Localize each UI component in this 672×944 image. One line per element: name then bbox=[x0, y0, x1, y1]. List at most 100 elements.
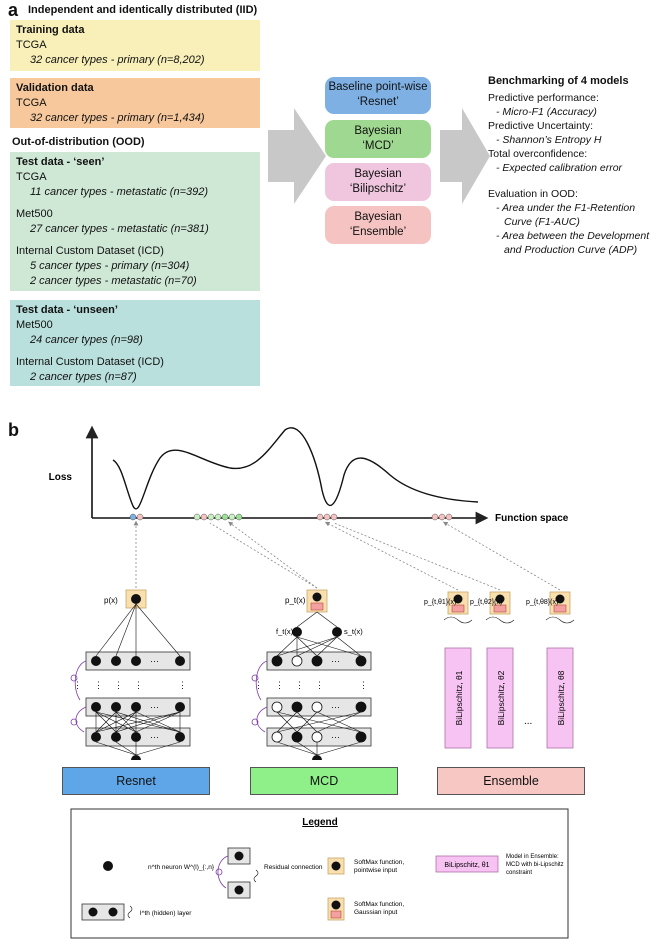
svg-text:⋮: ⋮ bbox=[134, 680, 143, 690]
test-unseen-title: Test data - ‘unseen’ bbox=[16, 304, 118, 316]
test-seen-title: Test data - ‘seen’ bbox=[16, 156, 105, 168]
bench-adp-2: and Production Curve (ADP) bbox=[504, 244, 638, 256]
ensemble-output-3-label: p_{t,θ8}(x) bbox=[526, 599, 558, 606]
panel-a-letter: a bbox=[8, 0, 19, 20]
mcd-label-box: MCD bbox=[250, 767, 398, 795]
model-mcd-line1: Bayesian bbox=[354, 125, 402, 137]
bench-micro-f1: - Micro-F1 (Accuracy) bbox=[496, 106, 597, 118]
svg-text:⋮: ⋮ bbox=[73, 680, 82, 690]
function-space-label: Function space bbox=[495, 513, 569, 524]
model-resnet-line2: ‘Resnet’ bbox=[357, 96, 399, 108]
svg-text:···: ··· bbox=[150, 732, 159, 742]
bench-adp-1: - Area between the Development bbox=[496, 230, 650, 242]
resnet-label-box: Resnet bbox=[62, 767, 210, 795]
bench-f1-auc-2: Curve (F1-AUC) bbox=[504, 216, 580, 228]
bench-ood-eval: Evaluation in OOD: bbox=[488, 188, 578, 200]
bench-predictive-uncertainty: Predictive Uncertainty: bbox=[488, 120, 594, 132]
svg-text:···: ··· bbox=[331, 702, 340, 712]
model-resnet-pill: Baseline point-wise ‘Resnet’ bbox=[325, 77, 431, 114]
test-seen-box: Test data - ‘seen’ TCGA 11 cancer types … bbox=[10, 152, 260, 291]
mcd-network: p_t(x) f_t(x) s_t(x) ··· ··· ··· ⋮⋮⋮⋮⋮ bbox=[251, 589, 372, 756]
mcd-s-label: s_t(x) bbox=[344, 627, 363, 636]
validation-data-box: Validation data TCGA 32 cancer types - p… bbox=[10, 78, 260, 128]
legend-ensemble-3: constraint bbox=[506, 870, 532, 876]
svg-text:⋮: ⋮ bbox=[275, 680, 284, 690]
test-unseen-source-met500: Met500 bbox=[16, 319, 53, 331]
test-seen-tcga-detail: 11 cancer types - metastatic (n=392) bbox=[30, 186, 209, 198]
model-ensemble-pill: Bayesian ‘Ensemble’ bbox=[325, 206, 431, 244]
mcd-input-node bbox=[312, 755, 322, 760]
svg-text:···: ··· bbox=[150, 702, 159, 712]
svg-text:⋮: ⋮ bbox=[94, 680, 103, 690]
benchmark-text: Benchmarking of 4 models Predictive perf… bbox=[488, 74, 672, 257]
resnet-input-node bbox=[131, 755, 141, 760]
validation-source: TCGA bbox=[16, 97, 47, 109]
test-unseen-source-icd: Internal Custom Dataset (ICD) bbox=[16, 356, 164, 368]
ensemble-output-2-label: p_{t,θ2}(x) bbox=[470, 599, 502, 606]
bench-predictive-performance: Predictive performance: bbox=[488, 92, 599, 104]
legend-softmax-gaussian-1: SoftMax function, bbox=[354, 901, 404, 908]
legend-neuron-label: n^th neuron W^(l)_{:,n} bbox=[148, 864, 215, 871]
svg-text:⋮: ⋮ bbox=[114, 680, 123, 690]
legend-ensemble-1: Model in Ensemble: bbox=[506, 854, 559, 860]
resnet-output-label: p(x) bbox=[104, 596, 118, 605]
model-bilip-line2: ‘Bilipschitz’ bbox=[349, 183, 407, 195]
test-seen-source-icd: Internal Custom Dataset (ICD) bbox=[16, 245, 164, 257]
model-bilip-line1: Bayesian bbox=[354, 168, 402, 180]
minima-dots bbox=[129, 513, 453, 521]
legend-bilip-label: BiLipschitz, θ1 bbox=[444, 862, 489, 869]
bilip-block-1-label: BiLipschitz, θ1 bbox=[454, 670, 464, 725]
legend-ensemble-2: MCD with bi-Lipschitz bbox=[506, 862, 564, 868]
bench-f1-auc-1: - Area under the F1-Retention bbox=[496, 202, 636, 214]
legend-softmax-pointwise-2: pointwise input bbox=[354, 867, 397, 874]
validation-detail: 32 cancer types - primary (n=1,434) bbox=[30, 112, 205, 124]
svg-text:⋮: ⋮ bbox=[359, 680, 368, 690]
training-source: TCGA bbox=[16, 39, 47, 51]
test-seen-met500-detail: 27 cancer types - metastatic (n=381) bbox=[30, 223, 209, 235]
loss-curve bbox=[112, 427, 479, 510]
svg-text:⋮: ⋮ bbox=[315, 680, 324, 690]
svg-text:···: ··· bbox=[331, 656, 340, 666]
svg-text:⋮: ⋮ bbox=[178, 680, 187, 690]
svg-text:···: ··· bbox=[331, 732, 340, 742]
legend-layer-label: l^th (hidden) layer bbox=[140, 910, 192, 917]
ensemble-ellipsis: ... bbox=[524, 716, 532, 727]
panel-b-letter: b bbox=[8, 420, 19, 440]
output-connectors bbox=[133, 520, 561, 591]
ood-heading: Out-of-distribution (OOD) bbox=[12, 136, 145, 148]
model-mcd-line2: ‘MCD’ bbox=[362, 140, 394, 152]
legend-softmax-pointwise-1: SoftMax function, bbox=[354, 859, 404, 866]
bilip-block-2-label: BiLipschitz, θ2 bbox=[496, 670, 506, 725]
ensemble-output-1-label: p_{t,θ1}(x) bbox=[424, 599, 456, 606]
mcd-f-label: f_t(x) bbox=[276, 627, 294, 636]
training-detail: 32 cancer types - primary (n=8,202) bbox=[30, 54, 205, 66]
ensemble-network: p_{t,θ1}(x) p_{t,θ2}(x) p_{t,θ8}(x) BiLi… bbox=[424, 591, 575, 749]
legend: Legend n^th neuron W^(l)_{:,n} l^th (hid… bbox=[70, 808, 569, 939]
svg-text:⋮: ⋮ bbox=[254, 680, 263, 690]
loss-label: Loss bbox=[49, 472, 73, 483]
panel-b-diagram: Loss Function space p(x) bbox=[49, 425, 575, 760]
model-bilipschitz-pill: Bayesian ‘Bilipschitz’ bbox=[325, 163, 431, 201]
arrow-to-models bbox=[268, 108, 326, 204]
benchmark-title: Benchmarking of 4 models bbox=[488, 75, 629, 87]
svg-text:···: ··· bbox=[150, 656, 159, 666]
test-seen-icd-metastatic: 2 cancer types - metastatic (n=70) bbox=[30, 275, 197, 287]
bench-calibration: - Expected calibration error bbox=[496, 162, 623, 174]
test-unseen-met500-detail: 24 cancer types (n=98) bbox=[30, 334, 143, 346]
bench-total-overconfidence: Total overconfidence: bbox=[488, 148, 588, 160]
test-seen-source-met500: Met500 bbox=[16, 208, 53, 220]
test-unseen-box: Test data - ‘unseen’ Met500 24 cancer ty… bbox=[10, 300, 260, 386]
mcd-output-label: p_t(x) bbox=[285, 596, 306, 605]
resnet-network: p(x) ··· ··· ··· ⋮ ⋮ ⋮ ⋮ ⋮ bbox=[70, 589, 191, 756]
training-data-box: Training data TCGA 32 cancer types - pri… bbox=[10, 20, 260, 71]
test-unseen-icd-detail: 2 cancer types (n=87) bbox=[30, 371, 137, 383]
test-seen-source-tcga: TCGA bbox=[16, 171, 47, 183]
bench-entropy: - Shannon’s Entropy H bbox=[496, 134, 602, 146]
model-resnet-line1: Baseline point-wise bbox=[328, 81, 428, 93]
arrow-to-benchmark bbox=[440, 108, 490, 204]
test-seen-icd-primary: 5 cancer types - primary (n=304) bbox=[30, 260, 190, 272]
legend-title: Legend bbox=[302, 817, 338, 828]
legend-softmax-gaussian-2: Gaussian input bbox=[354, 909, 398, 916]
legend-residual-label: Residual connection bbox=[264, 864, 323, 871]
model-ensemble-line1: Bayesian bbox=[354, 211, 402, 223]
